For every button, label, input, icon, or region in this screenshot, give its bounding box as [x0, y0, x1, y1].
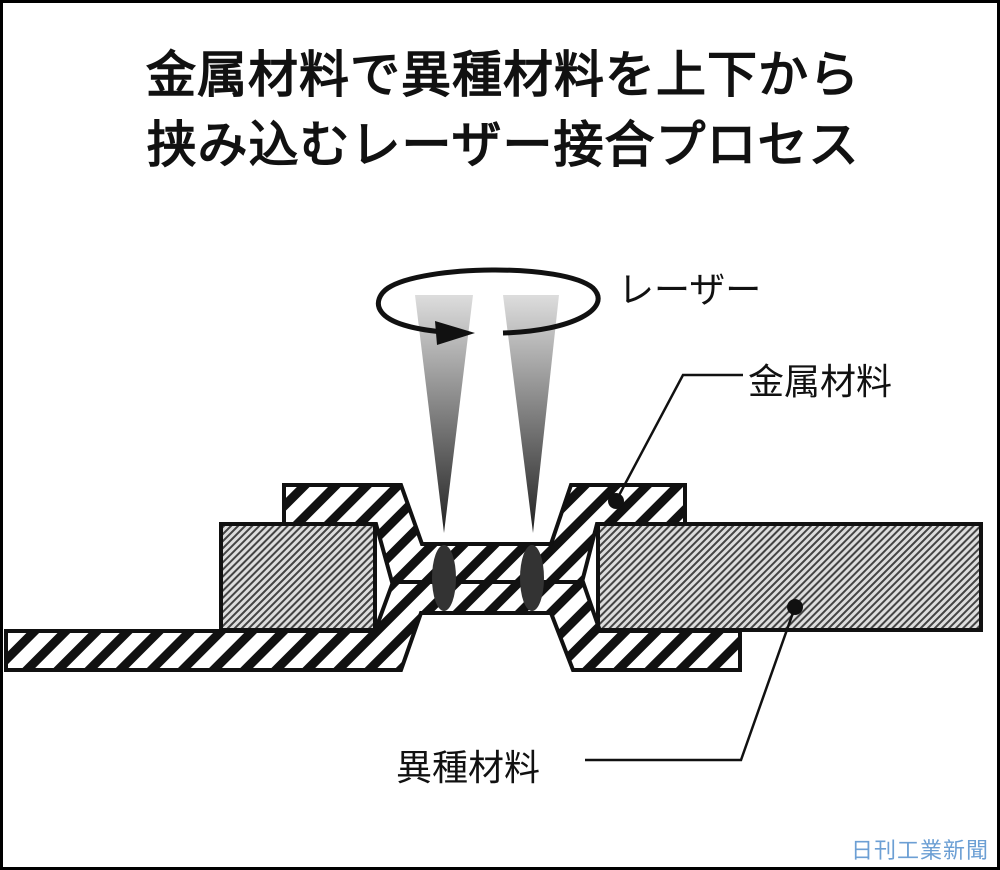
watermark: 日刊工業新聞 [850, 839, 989, 864]
dissimilar-leader-line [585, 606, 797, 762]
arrowhead-icon [435, 321, 475, 345]
dissimilar-material-left [219, 522, 377, 632]
title-line-2: 挟み込むレーザー接合プロセス [146, 116, 860, 174]
title-line-1: 金属材料で異種材料を上下から [146, 46, 860, 104]
laser-beam-left [415, 295, 473, 533]
label-laser: レーザー [618, 270, 762, 311]
dissimilar-material-right [596, 522, 983, 632]
label-dissimilar: 異種材料 [396, 748, 541, 789]
weld-nugget-right [520, 545, 544, 611]
weld-nugget-left [432, 545, 456, 611]
metal-leader-line [614, 373, 743, 502]
rotation-arrow-icon [375, 267, 601, 336]
metal-leader-dot [608, 493, 624, 509]
process-illustration [4, 267, 983, 762]
label-metal: 金属材料 [748, 362, 893, 403]
upper-metal-sheet [282, 483, 687, 584]
laser-beam-right [503, 295, 559, 533]
dissimilar-leader-dot [787, 599, 803, 615]
